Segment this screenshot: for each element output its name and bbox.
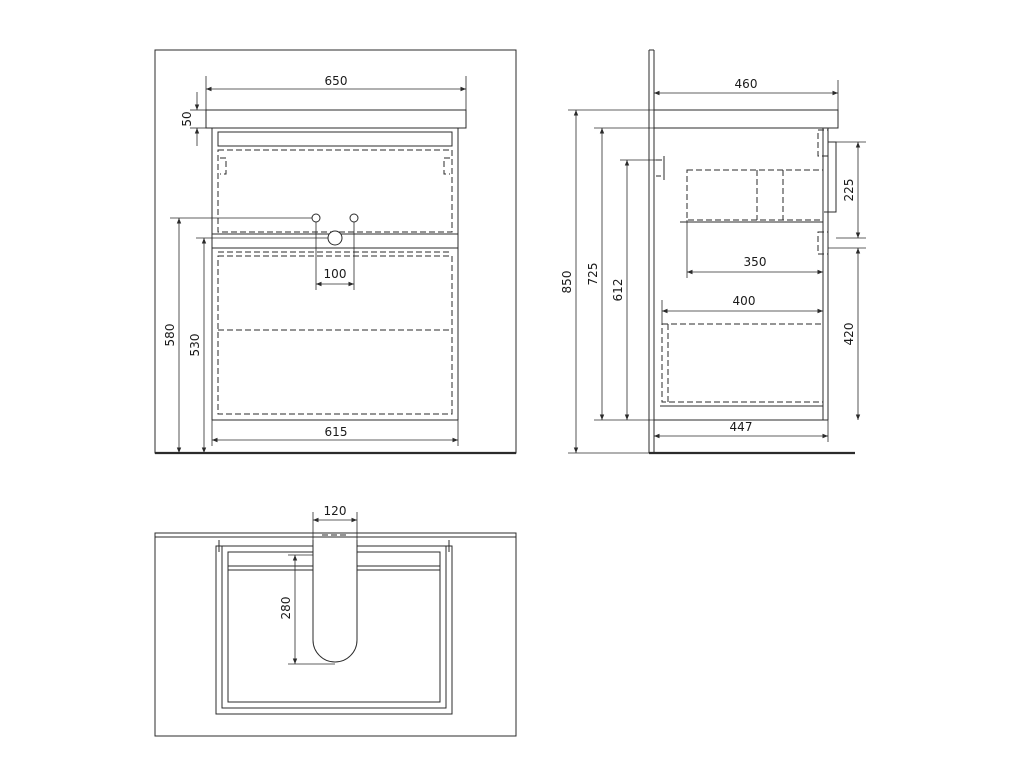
dim-front-width-top: 650 [325,74,348,88]
dim-side-inner-height: 612 [611,279,625,302]
front-countertop [205,109,467,129]
front-lower-drawer [217,255,453,415]
front-view: 650 50 580 530 100 615 [154,49,517,455]
side-lower-drawer [661,323,824,403]
dim-side-body-height: 725 [586,263,600,286]
dim-front-inlet-spacing: 100 [324,267,347,281]
dim-side-upper-offset: 225 [842,179,856,202]
plan-cutout [312,540,358,663]
front-inlet-right [349,213,359,223]
side-upper-drawer [686,169,824,221]
dim-plan-cutout-depth: 280 [279,597,293,620]
plan-outline [154,532,517,737]
dim-side-lower-drawer-depth: 400 [733,294,756,308]
dim-plan-cutout-width: 120 [324,504,347,518]
dim-side-depth-top: 460 [735,77,758,91]
plan-view: 120 280 [154,504,517,737]
dim-front-height-580: 580 [163,324,177,347]
side-view: 460 850 725 612 350 400 447 225 [560,49,866,455]
dim-front-width-bottom: 615 [325,425,348,439]
front-inlet-left [311,213,321,223]
side-countertop [653,109,839,129]
dim-side-upper-drawer-depth: 350 [744,255,767,269]
dim-side-total-height: 850 [560,271,574,294]
dim-front-height-530: 530 [188,334,202,357]
dim-front-top-thickness: 50 [180,111,194,126]
front-drain [327,230,343,246]
dim-side-body-depth: 447 [730,420,753,434]
front-upper-drawer [217,149,453,233]
dim-side-lower-offset: 420 [842,323,856,346]
